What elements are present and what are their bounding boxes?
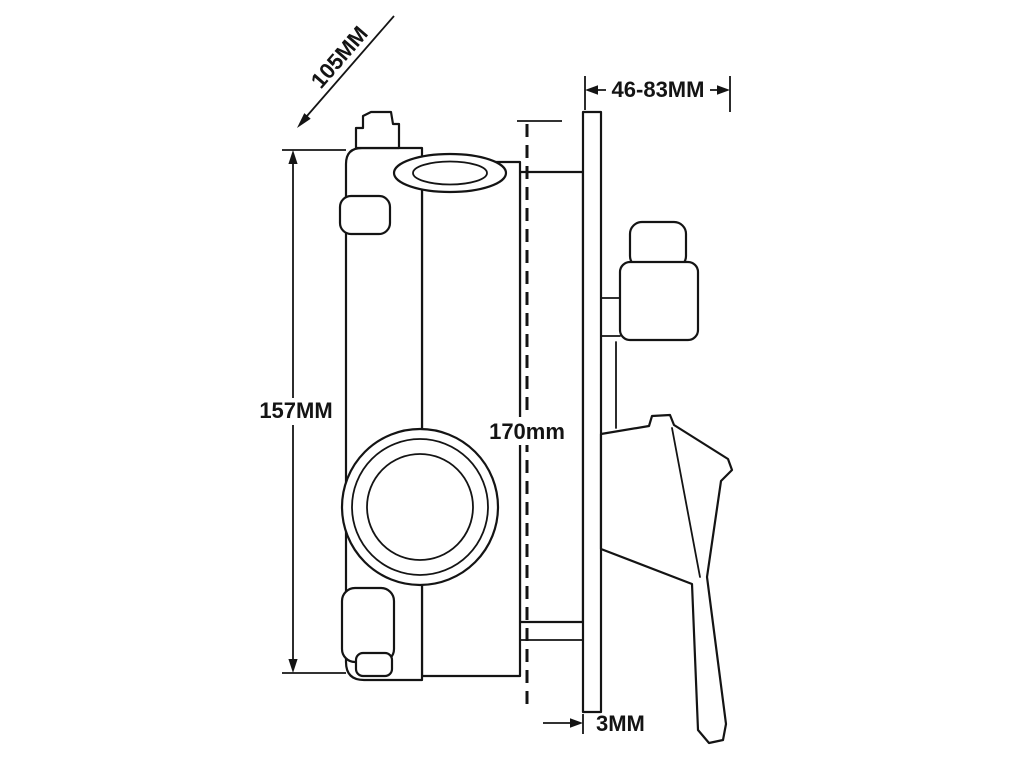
top-fitting bbox=[354, 110, 401, 150]
dimension-thickness: 3MM bbox=[543, 711, 645, 736]
lever-handle bbox=[599, 413, 734, 745]
dim-3-arrowhead bbox=[570, 718, 583, 728]
top-port-flange bbox=[392, 152, 508, 194]
dim-diagonal-leader-line bbox=[299, 15, 395, 125]
dim-4683-arrow-right bbox=[717, 85, 730, 95]
lower-left-lug bbox=[340, 586, 396, 664]
upper-left-lug bbox=[338, 194, 392, 236]
lever-ridge-line bbox=[671, 427, 701, 578]
dim-157-arrow-down bbox=[288, 659, 298, 673]
dim-label-46-83mm: 46-83MM bbox=[612, 77, 705, 102]
dimension-width-top: 46-83MM bbox=[584, 76, 731, 112]
dimension-height-center: 170mm bbox=[489, 120, 565, 707]
lower-left-lug-step bbox=[354, 651, 394, 678]
wall-plate bbox=[581, 110, 603, 714]
dim-label-105mm: 105MM bbox=[306, 21, 373, 93]
dim-label-170mm: 170mm bbox=[489, 419, 565, 444]
dim-170-label-mask bbox=[494, 417, 560, 445]
dim-4683-arrow-left bbox=[585, 85, 598, 95]
dim-157-arrow-up bbox=[288, 150, 298, 164]
dim-4683-label-mask bbox=[606, 76, 710, 103]
dim-157-label-mask bbox=[261, 398, 331, 425]
dim-label-3mm: 3MM bbox=[596, 711, 645, 736]
dimension-height-left: 157MM bbox=[259, 149, 346, 674]
diverter-stem bbox=[600, 297, 621, 337]
inlet-boss-outer bbox=[340, 427, 500, 587]
inlet-boss-mid bbox=[351, 438, 489, 576]
inlet-boss-inner bbox=[366, 453, 474, 561]
dim-label-157mm: 157MM bbox=[259, 398, 332, 423]
diverter-knob-body bbox=[618, 260, 700, 342]
dim-diagonal-arrowhead bbox=[297, 113, 311, 128]
valve-body-group bbox=[338, 110, 734, 745]
top-port-bore bbox=[412, 160, 488, 186]
in-wall-section bbox=[518, 170, 585, 624]
